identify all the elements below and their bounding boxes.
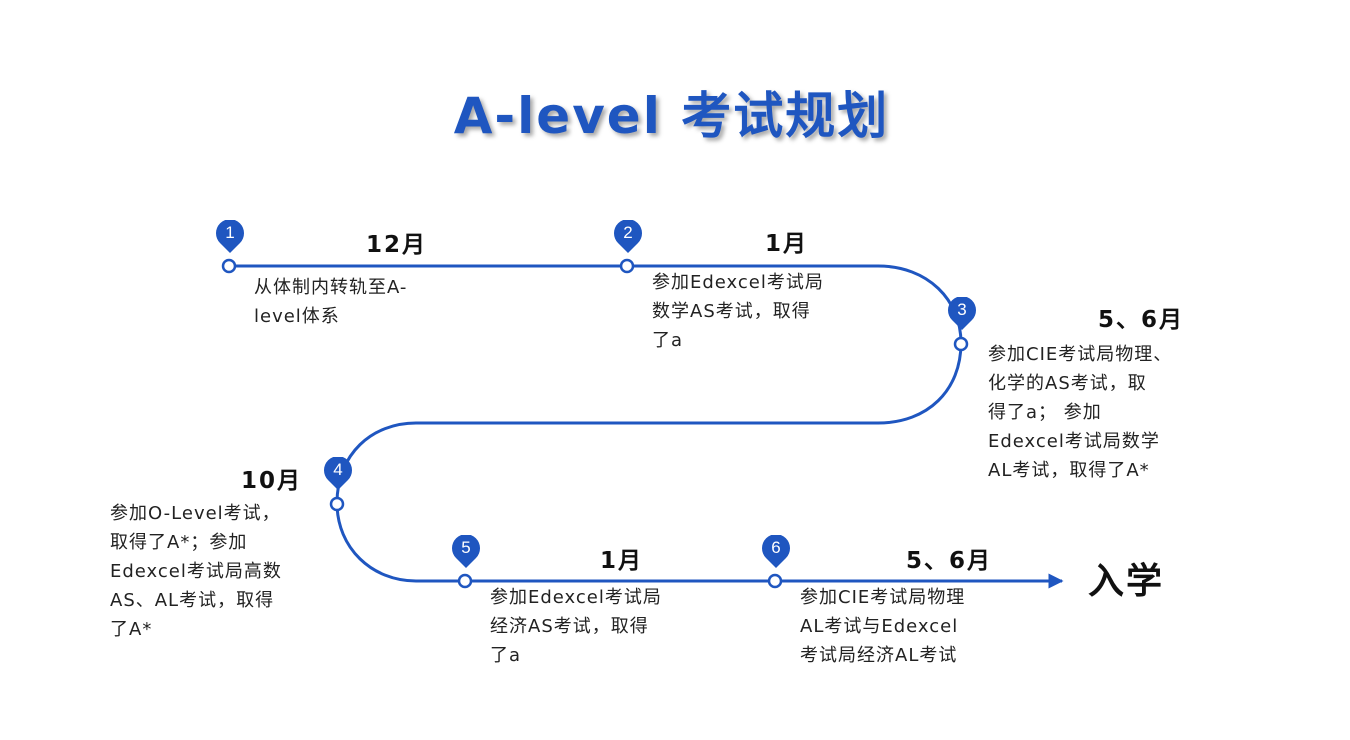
step-number: 3 [957,300,967,319]
step-month-1: 12月 [366,232,428,258]
timeline-node-5 [457,573,473,589]
map-pin-icon [452,534,480,568]
timeline-node-2 [619,258,635,274]
step-description-2: 参加Edexcel考试局 数学AS考试，取得 了a [652,272,824,351]
step-marker-2: 2 [612,219,644,254]
step-description-4: 参加O-Level考试， 取得了A*；参加 Edexcel考试局高数 AS、AL… [110,503,282,640]
map-pin-icon [614,219,642,253]
goal-label: 入学 [1088,561,1165,602]
map-pin-icon [762,534,790,568]
step-month-3: 5、6月 [1098,307,1185,333]
step-month-2: 1月 [765,231,809,257]
step-number: 4 [333,460,343,479]
step-month-4: 10月 [241,468,303,494]
step-number: 1 [225,223,235,242]
timeline-node-4 [329,496,345,512]
map-pin-icon [216,219,244,253]
step-month-5: 1月 [600,548,644,574]
step-marker-4: 4 [322,456,354,491]
step-marker-5: 5 [450,534,482,569]
page-title: A-level 考试规划 [453,87,890,145]
step-marker-3: 3 [946,296,978,331]
step-number: 2 [623,223,633,242]
step-marker-1: 1 [214,219,246,254]
step-description-3: 参加CIE考试局物理、 化学的AS考试，取 得了a； 参加 Edexcel考试局… [988,344,1173,481]
step-month-6: 5、6月 [906,548,993,574]
step-description-5: 参加Edexcel考试局 经济AS考试，取得 了a [490,587,662,666]
timeline-node-3 [953,336,969,352]
step-marker-6: 6 [760,534,792,569]
map-pin-icon [948,296,976,330]
step-number: 6 [771,538,781,557]
timeline-node-6 [767,573,783,589]
map-pin-icon [324,456,352,490]
step-number: 5 [461,538,471,557]
step-description-6: 参加CIE考试局物理 AL考试与Edexcel 考试局经济AL考试 [800,587,966,666]
step-description-1: 从体制内转轨至A- level体系 [254,277,408,327]
timeline-node-1 [221,258,237,274]
